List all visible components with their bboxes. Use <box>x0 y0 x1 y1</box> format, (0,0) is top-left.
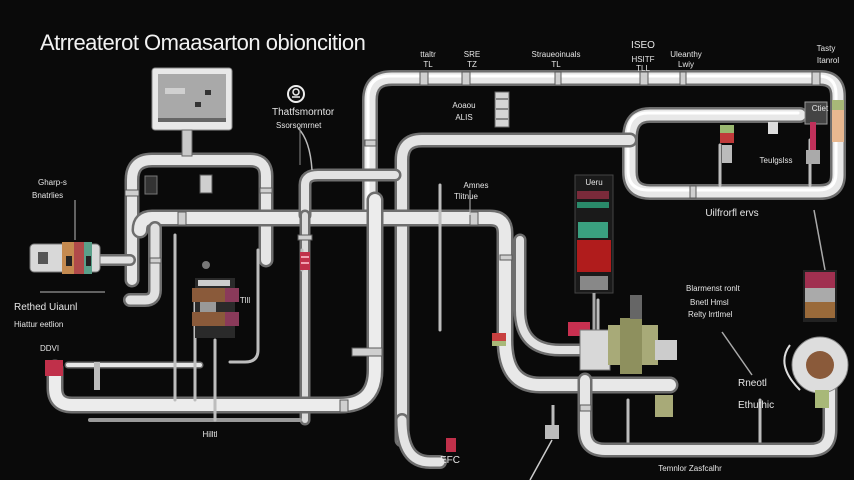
pipe-main-horizontal <box>131 209 679 394</box>
bottom-valve <box>529 405 559 480</box>
top-label-6b: Itanrol <box>816 56 840 65</box>
monitor-display <box>151 67 233 157</box>
loop-valves <box>720 100 844 164</box>
left-mid-label-3: DDVI <box>40 344 60 353</box>
right-info-1: Blarmenst ronlt <box>686 284 740 293</box>
inline-valves <box>45 91 510 452</box>
pipe-flanges <box>124 71 821 413</box>
pipe-bottom-right-loop <box>577 372 838 458</box>
left-mid-label-1: Rethed Uiaunl <box>14 302 78 313</box>
right-info-3: Relty lrrtlmel <box>688 310 733 319</box>
pipe-vertical-300 <box>298 168 402 426</box>
top-label-5a: Uleanthy <box>670 50 702 59</box>
left-top-label-1: Gharp-s <box>38 178 67 187</box>
monitor-subcaption: Ssorsomrnet <box>276 121 322 130</box>
top-label-1a: ttaltr <box>420 50 436 59</box>
top-label-3a: Straueoinuals <box>531 50 581 59</box>
right-info-4: Rneotl <box>738 378 767 389</box>
right-loop-label: Uilfrorfl ervs <box>705 208 759 219</box>
right-info-5: Ethuthic <box>738 400 775 411</box>
top-label-4b: HSITF <box>631 55 655 64</box>
pipe-mid-loop <box>394 132 638 448</box>
left-actuator <box>29 242 101 274</box>
top-label-3b: TL <box>551 60 561 69</box>
sensor-icon <box>287 85 313 171</box>
top-label-1b: TL <box>423 60 433 69</box>
top-label-5b: Lwiy <box>677 60 695 69</box>
pump-assembly <box>568 295 677 417</box>
left-mid-label-2: Hiattur eetlion <box>14 320 64 329</box>
mid-label-a1: Aoaou <box>452 101 476 110</box>
right-c3-label: Teulgslss <box>759 156 793 165</box>
top-label-2b: TZ <box>467 60 477 69</box>
right-info-2: Bnetl Hmsl <box>690 298 729 307</box>
left-valve-tag: Hilltl <box>202 430 218 439</box>
top-label-4c: TLL <box>636 64 650 73</box>
bottom-tag-label: EFC <box>440 455 460 466</box>
pipe-left-loop <box>124 152 274 288</box>
pipe-j-bend <box>395 413 447 469</box>
right-c1-label: Ctiet <box>811 104 829 113</box>
mid-label-a2: ALIS <box>455 113 473 122</box>
brown-valve-block <box>192 261 239 338</box>
pipe-right-vertical <box>513 233 597 357</box>
top-label-2a: SRE <box>463 50 481 59</box>
connector-lines <box>40 190 471 293</box>
mid-label-b: Tlitnue <box>453 192 479 201</box>
pipe-left-elbow <box>123 221 162 307</box>
left-top-label-2: Bnatrlies <box>32 191 64 200</box>
bottom-center-label: Temnlor Zasfcalhr <box>658 464 722 473</box>
indicator-label: Ueru <box>585 178 603 187</box>
monitor-caption: Thatfsmorntor <box>272 107 335 118</box>
valve-tag-small: Tlll <box>239 296 251 305</box>
pipe-network <box>46 70 846 469</box>
pipe-bottom-horizontal <box>46 191 384 422</box>
top-label-6a: Tasty <box>816 44 836 53</box>
right-indicator <box>721 209 849 408</box>
diagram-title: Atrreaterot Omaasarton obioncition <box>40 30 366 55</box>
mid-label-b-head: Amnes <box>463 181 489 190</box>
top-label-4a: ISEO <box>631 40 655 51</box>
indicator-column <box>574 174 614 330</box>
